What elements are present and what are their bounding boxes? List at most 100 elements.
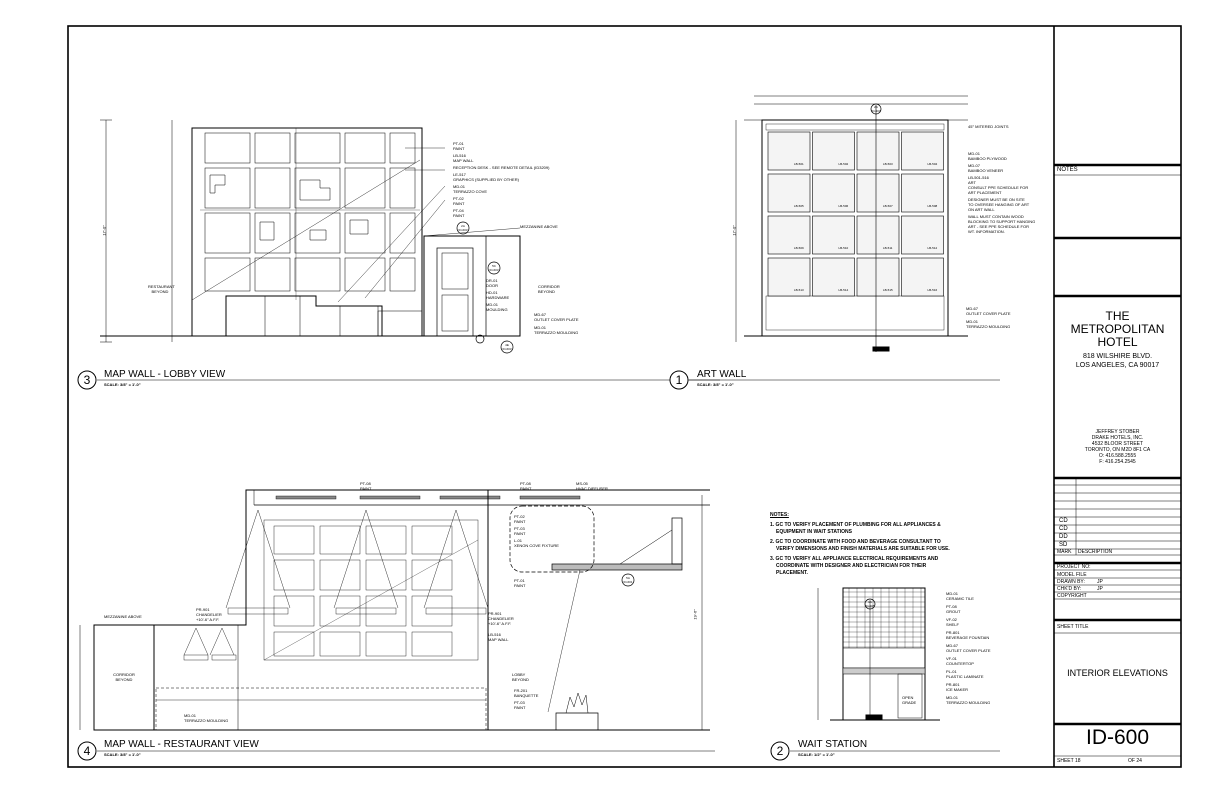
revision-1: CD — [1059, 518, 1068, 524]
view-2-title[interactable]: WAIT STATION — [798, 739, 868, 750]
copyright-label: COPYRIGHT — [1057, 593, 1087, 599]
sheet-border — [67, 25, 1182, 768]
view-1-scale: SCALE: 3/8" = 1'-0" — [697, 382, 734, 387]
mitered-joints-label: 45° MITERED JOINTS — [968, 124, 1009, 129]
revision-4: SD — [1059, 542, 1068, 548]
mezzanine-above-label-v3: MEZZANINE ABOVE — [520, 224, 558, 229]
view-3-title[interactable]: MAP WALL - LOBBY VIEW — [104, 369, 226, 380]
art-panel-label: LB-509 — [794, 246, 804, 250]
sheet-title: INTERIOR ELEVATIONS — [1067, 668, 1168, 678]
drawn-by-label: DRAWN BY: — [1057, 579, 1085, 585]
art-panel — [812, 131, 855, 171]
art-panel-label: LB-505 — [794, 204, 804, 208]
chkd-by-label: CHK'D BY: — [1057, 586, 1082, 592]
art-panel-label: LB-512 — [927, 246, 938, 250]
art-panel-grid — [767, 131, 944, 297]
art-panel-label: LB-515 — [883, 288, 893, 292]
art-panel — [812, 173, 855, 213]
art-panel-label: LB-511 — [883, 246, 893, 250]
ceramic-tile-grid — [843, 588, 925, 648]
project-no-label: PROJECT NO: — [1057, 564, 1091, 570]
view-4-scale: SCALE: 3/8" = 1'-0" — [104, 752, 141, 757]
description-label: DESCRIPTION — [1078, 549, 1113, 555]
client-info: JEFFREY STOBER DRAKE HOTELS, INC. 4532 B… — [1084, 429, 1151, 465]
project-address: 818 WILSHIRE BLVD. LOS ANGELES, CA 90017 — [1075, 353, 1160, 369]
chkd-by-value: JP — [1097, 586, 1103, 592]
view-4-title[interactable]: MAP WALL - RESTAURANT VIEW — [104, 739, 259, 750]
mezzanine-above-label-v4: MEZZANINE ABOVE — [104, 614, 142, 619]
view-titles-graphics — [77, 370, 1000, 761]
art-panel — [812, 257, 855, 297]
notes-label: NOTES — [1057, 167, 1078, 173]
sheet-total: OF 24 — [1128, 758, 1142, 764]
art-panel — [901, 173, 944, 213]
view-4-map-wall-restaurant — [79, 489, 710, 731]
project-name: THE METROPOLITAN HOTEL — [1070, 309, 1165, 349]
art-panel-label: LB-510 — [838, 246, 849, 250]
art-panel — [812, 215, 855, 255]
art-panel — [856, 131, 900, 171]
view-1-art-wall — [735, 95, 968, 352]
art-panel-label: LB-508 — [927, 204, 938, 208]
view-2-wait-station — [817, 587, 940, 721]
model-file-label: MODEL FILE — [1057, 572, 1087, 578]
view-3-number: 3 — [83, 373, 91, 387]
art-panel-label: LB-506 — [838, 204, 849, 208]
v3-height-dim: 17'-0" — [101, 225, 107, 236]
art-panel — [856, 215, 900, 255]
sheet-title-label: SHEET TITLE — [1057, 624, 1089, 630]
art-panel-label: LB-502 — [838, 162, 849, 166]
view-4-number: 4 — [83, 744, 91, 758]
sheet-index: SHEET 18 — [1057, 758, 1081, 764]
view-3-map-wall-lobby — [100, 119, 521, 354]
v1-height-dim: 17'-0" — [731, 225, 737, 236]
view-2-number: 2 — [776, 744, 784, 758]
view-1-title[interactable]: ART WALL — [697, 369, 747, 380]
revision-2: CD — [1059, 526, 1068, 532]
art-panel-label: LB-507 — [883, 204, 893, 208]
art-panel — [856, 257, 900, 297]
art-panel-label: LB-503 — [883, 162, 893, 166]
drawn-by-value: JP — [1097, 579, 1103, 585]
art-panel-label: LB-513 — [794, 288, 804, 292]
art-panel — [767, 257, 811, 297]
view-1-number: 1 — [675, 373, 683, 387]
art-panel — [901, 215, 944, 255]
wait-station-notes: NOTES: 1. GC TO VERIFY PLACEMENT OF PLUM… — [770, 512, 950, 576]
revision-3: DD — [1059, 534, 1068, 540]
art-panel-label: LB-504 — [927, 162, 938, 166]
art-panel-label: LB-501 — [794, 162, 804, 166]
art-panel-label: LB-514 — [838, 288, 849, 292]
art-panel — [767, 215, 811, 255]
title-block-frame — [1053, 26, 1181, 767]
art-panel — [901, 257, 944, 297]
view-3-scale: SCALE: 3/8" = 1'-0" — [104, 382, 141, 387]
